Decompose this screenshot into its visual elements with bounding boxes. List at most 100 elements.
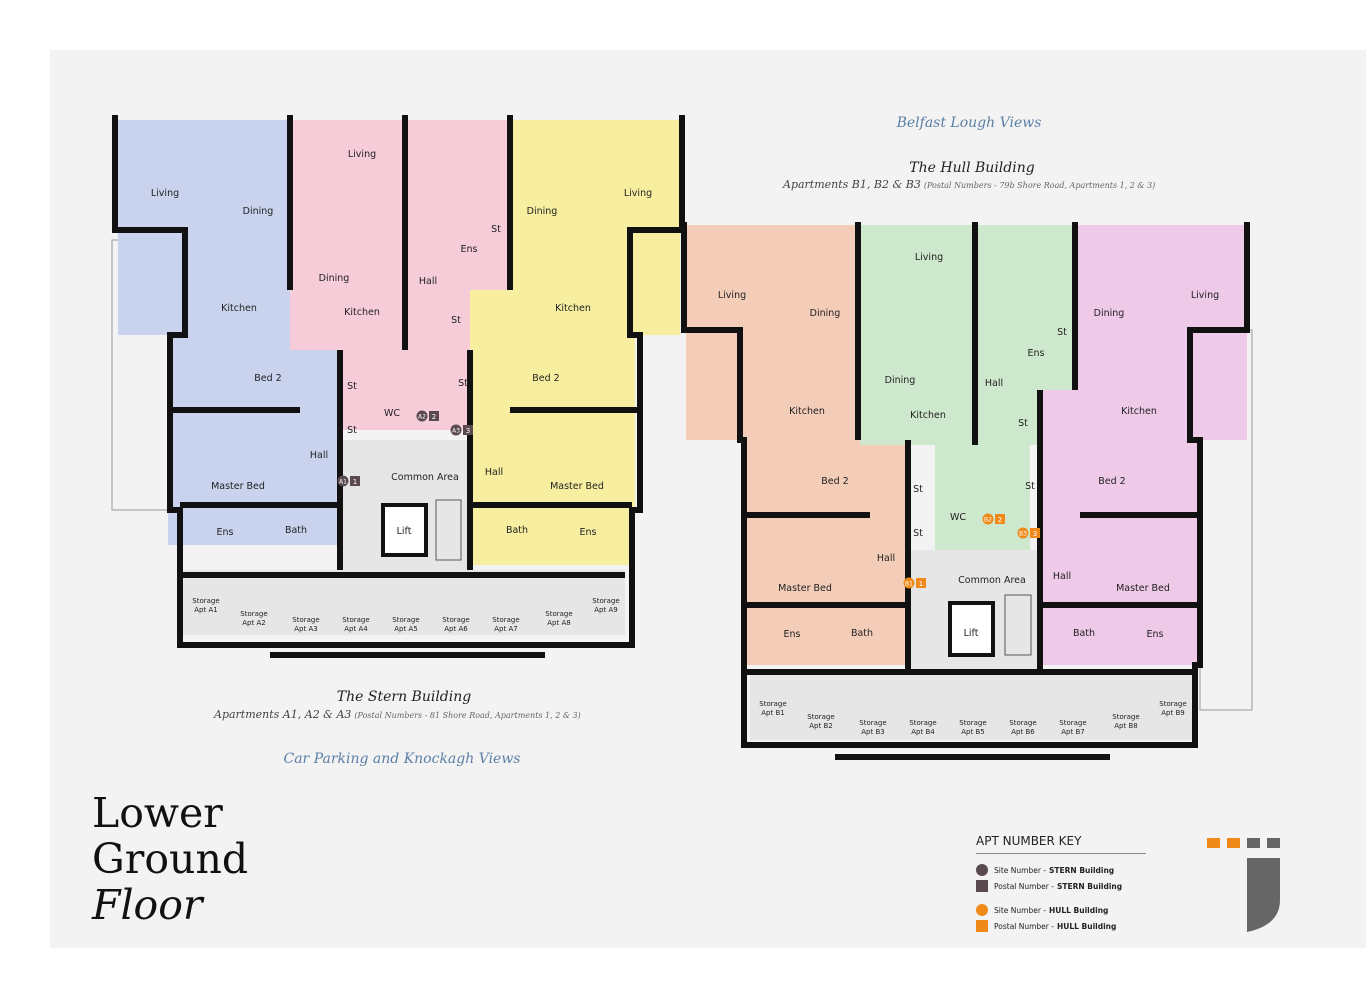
room-label-kitchen: Kitchen: [344, 307, 380, 318]
apt-marker: B1 1: [903, 577, 926, 589]
room-label-st: St: [1057, 327, 1067, 338]
walls: [112, 115, 685, 658]
room-label-hall: Hall: [1053, 571, 1071, 582]
room-label-kitchen: Kitchen: [221, 303, 257, 314]
floor-title-line: Lower: [92, 789, 223, 837]
svg-text:B1: B1: [905, 581, 913, 588]
stern-building-subtitle: Apartments A1, A2 & A3(Postal Numbers - …: [213, 708, 581, 721]
room-label-st: St: [451, 315, 461, 326]
room-label-dining: Dining: [1094, 308, 1125, 319]
hull-building-subtitle: Apartments B1, B2 & B3(Postal Numbers - …: [782, 178, 1155, 191]
svg-text:A1: A1: [339, 479, 347, 486]
room-label-st: St: [913, 528, 923, 539]
svg-text:B2: B2: [984, 517, 992, 524]
apt-a1-room: [168, 335, 338, 545]
circle-swatch-icon: [976, 864, 988, 876]
room-label-st: St: [1018, 418, 1028, 429]
key-title: APT NUMBER KEY: [976, 834, 1146, 854]
room-label-kitchen: Kitchen: [1121, 406, 1157, 417]
key-item: Site Number - HULL Building: [976, 902, 1146, 918]
room-label-common-area: Common Area: [391, 472, 459, 483]
svg-text:2: 2: [998, 516, 1002, 524]
apt-a3-room: [470, 290, 635, 565]
room-label-living: Living: [151, 188, 179, 199]
circle-swatch-icon: [976, 904, 988, 916]
room-label-ens: Ens: [1147, 629, 1164, 640]
room-label-ens: Ens: [784, 629, 801, 640]
key-item-building: STERN Building: [1049, 865, 1115, 875]
room-label-ens: Ens: [1028, 348, 1045, 359]
room-label-bed2: Bed 2: [254, 373, 281, 384]
room-label-hall: Hall: [877, 553, 895, 564]
room-label-ens: Ens: [217, 527, 234, 538]
room-label-wc: WC: [384, 408, 400, 419]
room-label-bed2: Bed 2: [532, 373, 559, 384]
stair-lines: [1004, 594, 1032, 656]
apt-marker: B2 2: [982, 513, 1005, 525]
storage-floor: [750, 675, 1195, 740]
room-label-st: St: [347, 381, 357, 392]
room-label-master-bed: Master Bed: [1116, 583, 1170, 594]
room-label-common-area: Common Area: [958, 575, 1026, 586]
developer-logo: [1207, 838, 1280, 932]
room-label-living: Living: [1191, 290, 1219, 301]
lift: [381, 503, 428, 557]
hull-building-name: The Hull Building: [909, 160, 1034, 176]
room-label-hall: Hall: [985, 378, 1003, 389]
svg-text:1: 1: [919, 580, 923, 588]
room-label-dining: Dining: [810, 308, 841, 319]
key-item: Postal Number - STERN Building: [976, 878, 1146, 894]
room-label-bath: Bath: [1073, 628, 1095, 639]
room-label-st: St: [347, 425, 357, 436]
svg-text:3: 3: [466, 427, 470, 435]
north-view-label: Belfast Lough Views: [896, 115, 1042, 131]
room-label-dining: Dining: [885, 375, 916, 386]
apt-marker: A1 1: [337, 475, 360, 487]
room-label-bath: Bath: [851, 628, 873, 639]
svg-text:A2: A2: [418, 414, 426, 421]
key-item: Postal Number - HULL Building: [976, 918, 1146, 934]
floor-title-line: Ground: [92, 835, 249, 883]
room-label-dining: Dining: [527, 206, 558, 217]
room-label-living: Living: [718, 290, 746, 301]
room-label-bath: Bath: [506, 525, 528, 536]
svg-text:1: 1: [353, 478, 357, 486]
room-label-master-bed: Master Bed: [211, 481, 265, 492]
floor-title-line: Floor: [92, 881, 203, 929]
room-label-kitchen: Kitchen: [555, 303, 591, 314]
stern-building: [111, 115, 685, 658]
hull-building: [681, 222, 1253, 760]
key-item-label: Postal Number -: [994, 921, 1054, 931]
south-view-label: Car Parking and Knockagh Views: [284, 751, 521, 767]
svg-text:3: 3: [1033, 530, 1037, 538]
room-label-lift: Lift: [964, 628, 979, 639]
room-label-living: Living: [915, 252, 943, 263]
key-item-building: STERN Building: [1056, 881, 1123, 891]
room-label-living: Living: [624, 188, 652, 199]
stern-building-name: The Stern Building: [337, 689, 471, 705]
room-label-st: St: [458, 378, 468, 389]
stair-lines: [435, 499, 462, 561]
key-item: Site Number - STERN Building: [976, 862, 1146, 878]
room-label-lift: Lift: [397, 526, 412, 537]
room-label-st: St: [913, 484, 923, 495]
